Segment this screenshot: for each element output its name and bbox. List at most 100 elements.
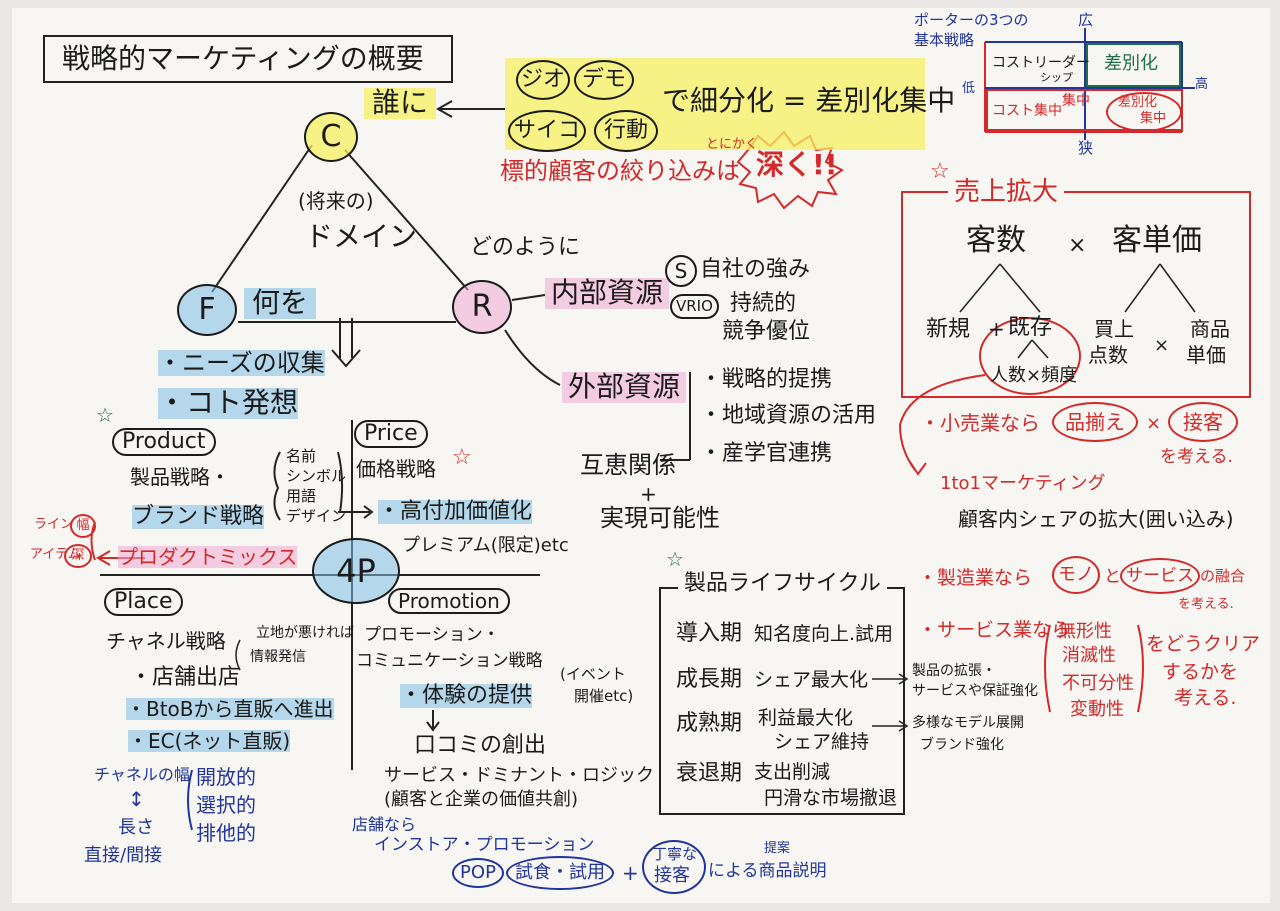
domain-center-line1: (将来の) xyxy=(298,189,374,213)
price-line3: プレミアム(限定)etc xyxy=(402,535,569,556)
product-width-a: ライン xyxy=(34,517,74,532)
plc-desc-decline2: 円滑な市場撤退 xyxy=(764,787,898,809)
promotion-line2: コミュニケーション戦略 xyxy=(356,651,543,671)
vrio-label: VRIO xyxy=(670,294,719,319)
promotion-label: Promotion xyxy=(388,588,510,614)
internal-title: 内部資源 xyxy=(545,277,670,309)
product-line2: ブランド戦略 xyxy=(132,504,265,530)
external-title: 外部資源 xyxy=(562,371,687,403)
mutual-benefit: 互恵関係 xyxy=(580,451,676,479)
porter-diff-focus1: 差別化 xyxy=(1118,95,1158,110)
plc-mature-note2: ブランド強化 xyxy=(920,737,1004,753)
brand-elem-name: 名前 xyxy=(286,447,317,465)
promotion-pop: POP xyxy=(452,858,504,888)
porter-cost-leader1: コストリーダー xyxy=(992,55,1090,71)
promotion-line1: プロモーション・ xyxy=(364,625,500,645)
page-title: 戦略的マーケティングの概要 xyxy=(62,42,424,75)
seg-emphasis-small: とにかく xyxy=(706,137,759,152)
place-line1: チャネル戦略 xyxy=(106,629,226,653)
place-item-btob: ・BtoBから直販へ進出 xyxy=(126,697,334,721)
plc-stage-intro: 導入期 xyxy=(676,621,743,646)
brand-elem-term: 用語 xyxy=(286,487,317,505)
sales-one-to-one: 1to1マーケティング xyxy=(940,473,1106,494)
plc-stage-mature: 成熟期 xyxy=(676,711,743,736)
plc-desc-intro: 知名度向上.試用 xyxy=(754,623,894,645)
product-label: Product xyxy=(112,428,216,457)
plc-growth-note1: 製品の拡張・ xyxy=(912,663,996,679)
place-item-ec: ・EC(ネット直販) xyxy=(128,729,291,753)
sales-times: × xyxy=(1068,233,1087,258)
external-plus: + xyxy=(640,482,657,506)
plc-mature-note1: 多様なモデル展開 xyxy=(912,715,1024,731)
promotion-store: 店舗なら xyxy=(352,815,417,834)
domain-center-line2: ドメイン xyxy=(305,220,418,253)
f-item-koto: ・コト発想 xyxy=(158,386,299,419)
r-node: R xyxy=(452,280,512,334)
service-trait-perishable: 消滅性 xyxy=(1062,645,1116,666)
mfg-service: サービス xyxy=(1120,558,1200,594)
channel-length: 長さ xyxy=(118,817,154,838)
promotion-plus: + xyxy=(622,861,639,885)
mfg-mono: モノ xyxy=(1052,556,1100,594)
price-line1: 価格戦略 xyxy=(356,457,436,481)
price-label: Price xyxy=(354,420,428,449)
porter-axis-narrow: 狭 xyxy=(1078,139,1094,157)
mfg-to: と xyxy=(1104,567,1121,587)
sales-times3: × xyxy=(1146,413,1162,434)
service-trait-variable: 変動性 xyxy=(1070,699,1124,720)
price-line2: ・高付加価値化 xyxy=(378,499,533,525)
service-trait-intangible: 無形性 xyxy=(1058,621,1112,642)
promotion-sdl1: サービス・ドミナント・ロジック xyxy=(384,765,654,786)
sales-service: 接客 xyxy=(1168,402,1238,442)
sales-item-price2: 単価 xyxy=(1186,343,1226,367)
sales-unit-price: 客単価 xyxy=(1112,223,1202,258)
sales-existing: 既存 xyxy=(1008,315,1053,340)
fourp-center: 4P xyxy=(312,538,400,604)
service-clear3: 考える. xyxy=(1174,687,1237,709)
mfg-line1b: の融合 xyxy=(1200,567,1246,585)
porter-title1: ポーターの3つの xyxy=(914,11,1029,29)
sales-times2: × xyxy=(1154,335,1170,356)
promotion-instore: インストア・プロモーション xyxy=(374,835,595,855)
product-line1: 製品戦略・ xyxy=(130,465,230,489)
sales-retail: ・小売業なら xyxy=(920,411,1040,435)
star-icon: ☆ xyxy=(452,445,472,470)
porter-cost-leader2: シップ xyxy=(1040,71,1073,84)
seg-target-text: 標的顧客の絞り込みは xyxy=(500,157,740,185)
sales-customers: 客数 xyxy=(966,223,1026,258)
service-line: ・サービス業なら xyxy=(918,619,1071,641)
mfg-line1a: ・製造業なら xyxy=(918,567,1033,589)
f-item-needs: ・ニーズの収集 xyxy=(158,349,325,377)
porter-axis-high: 高 xyxy=(1195,77,1209,92)
s-circle: S xyxy=(665,255,697,287)
plc-desc-decline: 支出削減 xyxy=(754,761,831,783)
product-mix: プロダクトミックス xyxy=(118,545,298,569)
channel-selective: 選択的 xyxy=(196,793,256,817)
sales-buy-count2: 点数 xyxy=(1088,343,1128,367)
external-item-1: ・戦略的提携 xyxy=(700,367,833,392)
promotion-sdl2: (顧客と企業の価値共創) xyxy=(384,789,579,810)
promotion-event1: (イベント xyxy=(560,665,626,683)
vrio-text1: 持続的 xyxy=(730,291,797,316)
r-label: どのように xyxy=(470,235,581,260)
promotion-propose: 提案 xyxy=(764,841,791,856)
sales-share: 顧客内シェアの拡大(囲い込み) xyxy=(958,507,1234,531)
plc-stage-growth: 成長期 xyxy=(676,667,743,692)
s-text: 自社の強み xyxy=(700,257,811,282)
porter-diff-focus xyxy=(1106,92,1182,132)
seg-psycho: サイコ xyxy=(508,110,586,152)
place-item-store: ・店舗出店 xyxy=(130,665,241,690)
plc-desc-growth: シェア最大化 xyxy=(754,669,869,691)
plc-growth-note2: サービスや保証強化 xyxy=(912,683,1038,699)
brand-elem-symbol: シンボル xyxy=(286,467,347,485)
channel-open: 開放的 xyxy=(196,765,256,789)
porter-cost-focus: コスト集中 xyxy=(992,103,1062,119)
sales-new: 新規 xyxy=(926,317,971,342)
product-width-b: 幅 xyxy=(70,514,96,538)
sales-plus: + xyxy=(988,317,1005,341)
sales-buy-count1: 買上 xyxy=(1094,317,1134,341)
channel-arrow: ↕ xyxy=(128,787,145,811)
plc-desc-mature: 利益最大化 xyxy=(758,707,854,729)
vrio-text2: 競争優位 xyxy=(722,319,811,344)
star-icon: ☆ xyxy=(666,547,684,571)
